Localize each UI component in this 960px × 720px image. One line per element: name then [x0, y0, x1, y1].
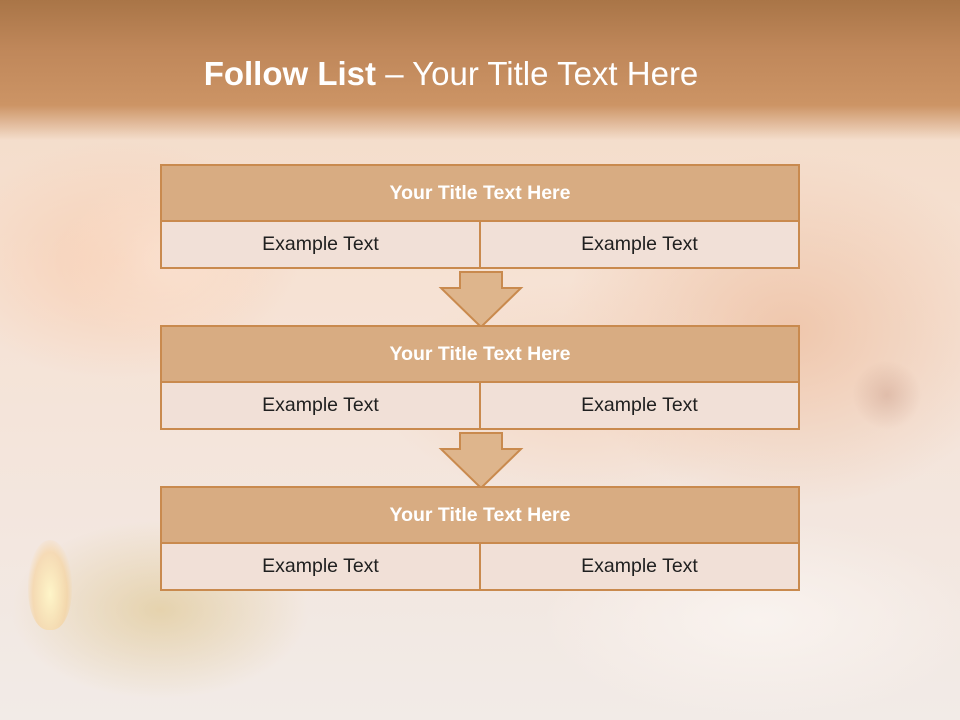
step-row: Example Text Example Text [160, 542, 800, 591]
step-title[interactable]: Your Title Text Here [160, 486, 800, 544]
step-cell-left[interactable]: Example Text [160, 220, 481, 269]
step-box-1[interactable]: Your Title Text Here Example Text Exampl… [160, 164, 800, 269]
title-bold-part: Follow List [203, 55, 377, 92]
step-box-3[interactable]: Your Title Text Here Example Text Exampl… [160, 486, 800, 591]
title-rest-part: – Your Title Text Here [376, 55, 699, 92]
candle-flame [28, 540, 72, 630]
step-cell-right[interactable]: Example Text [479, 542, 800, 591]
step-box-2[interactable]: Your Title Text Here Example Text Exampl… [160, 325, 800, 430]
step-cell-right[interactable]: Example Text [479, 381, 800, 430]
step-title[interactable]: Your Title Text Here [160, 164, 800, 222]
step-cell-left[interactable]: Example Text [160, 381, 481, 430]
step-row: Example Text Example Text [160, 381, 800, 430]
step-row: Example Text Example Text [160, 220, 800, 269]
slide-title[interactable]: Follow List – Your Title Text Here [0, 55, 960, 93]
step-cell-left[interactable]: Example Text [160, 542, 481, 591]
closed-eye-shape [852, 360, 922, 430]
down-arrow-icon [438, 271, 524, 329]
down-arrow-icon [438, 432, 524, 490]
title-band [0, 0, 960, 140]
step-title[interactable]: Your Title Text Here [160, 325, 800, 383]
step-cell-right[interactable]: Example Text [479, 220, 800, 269]
